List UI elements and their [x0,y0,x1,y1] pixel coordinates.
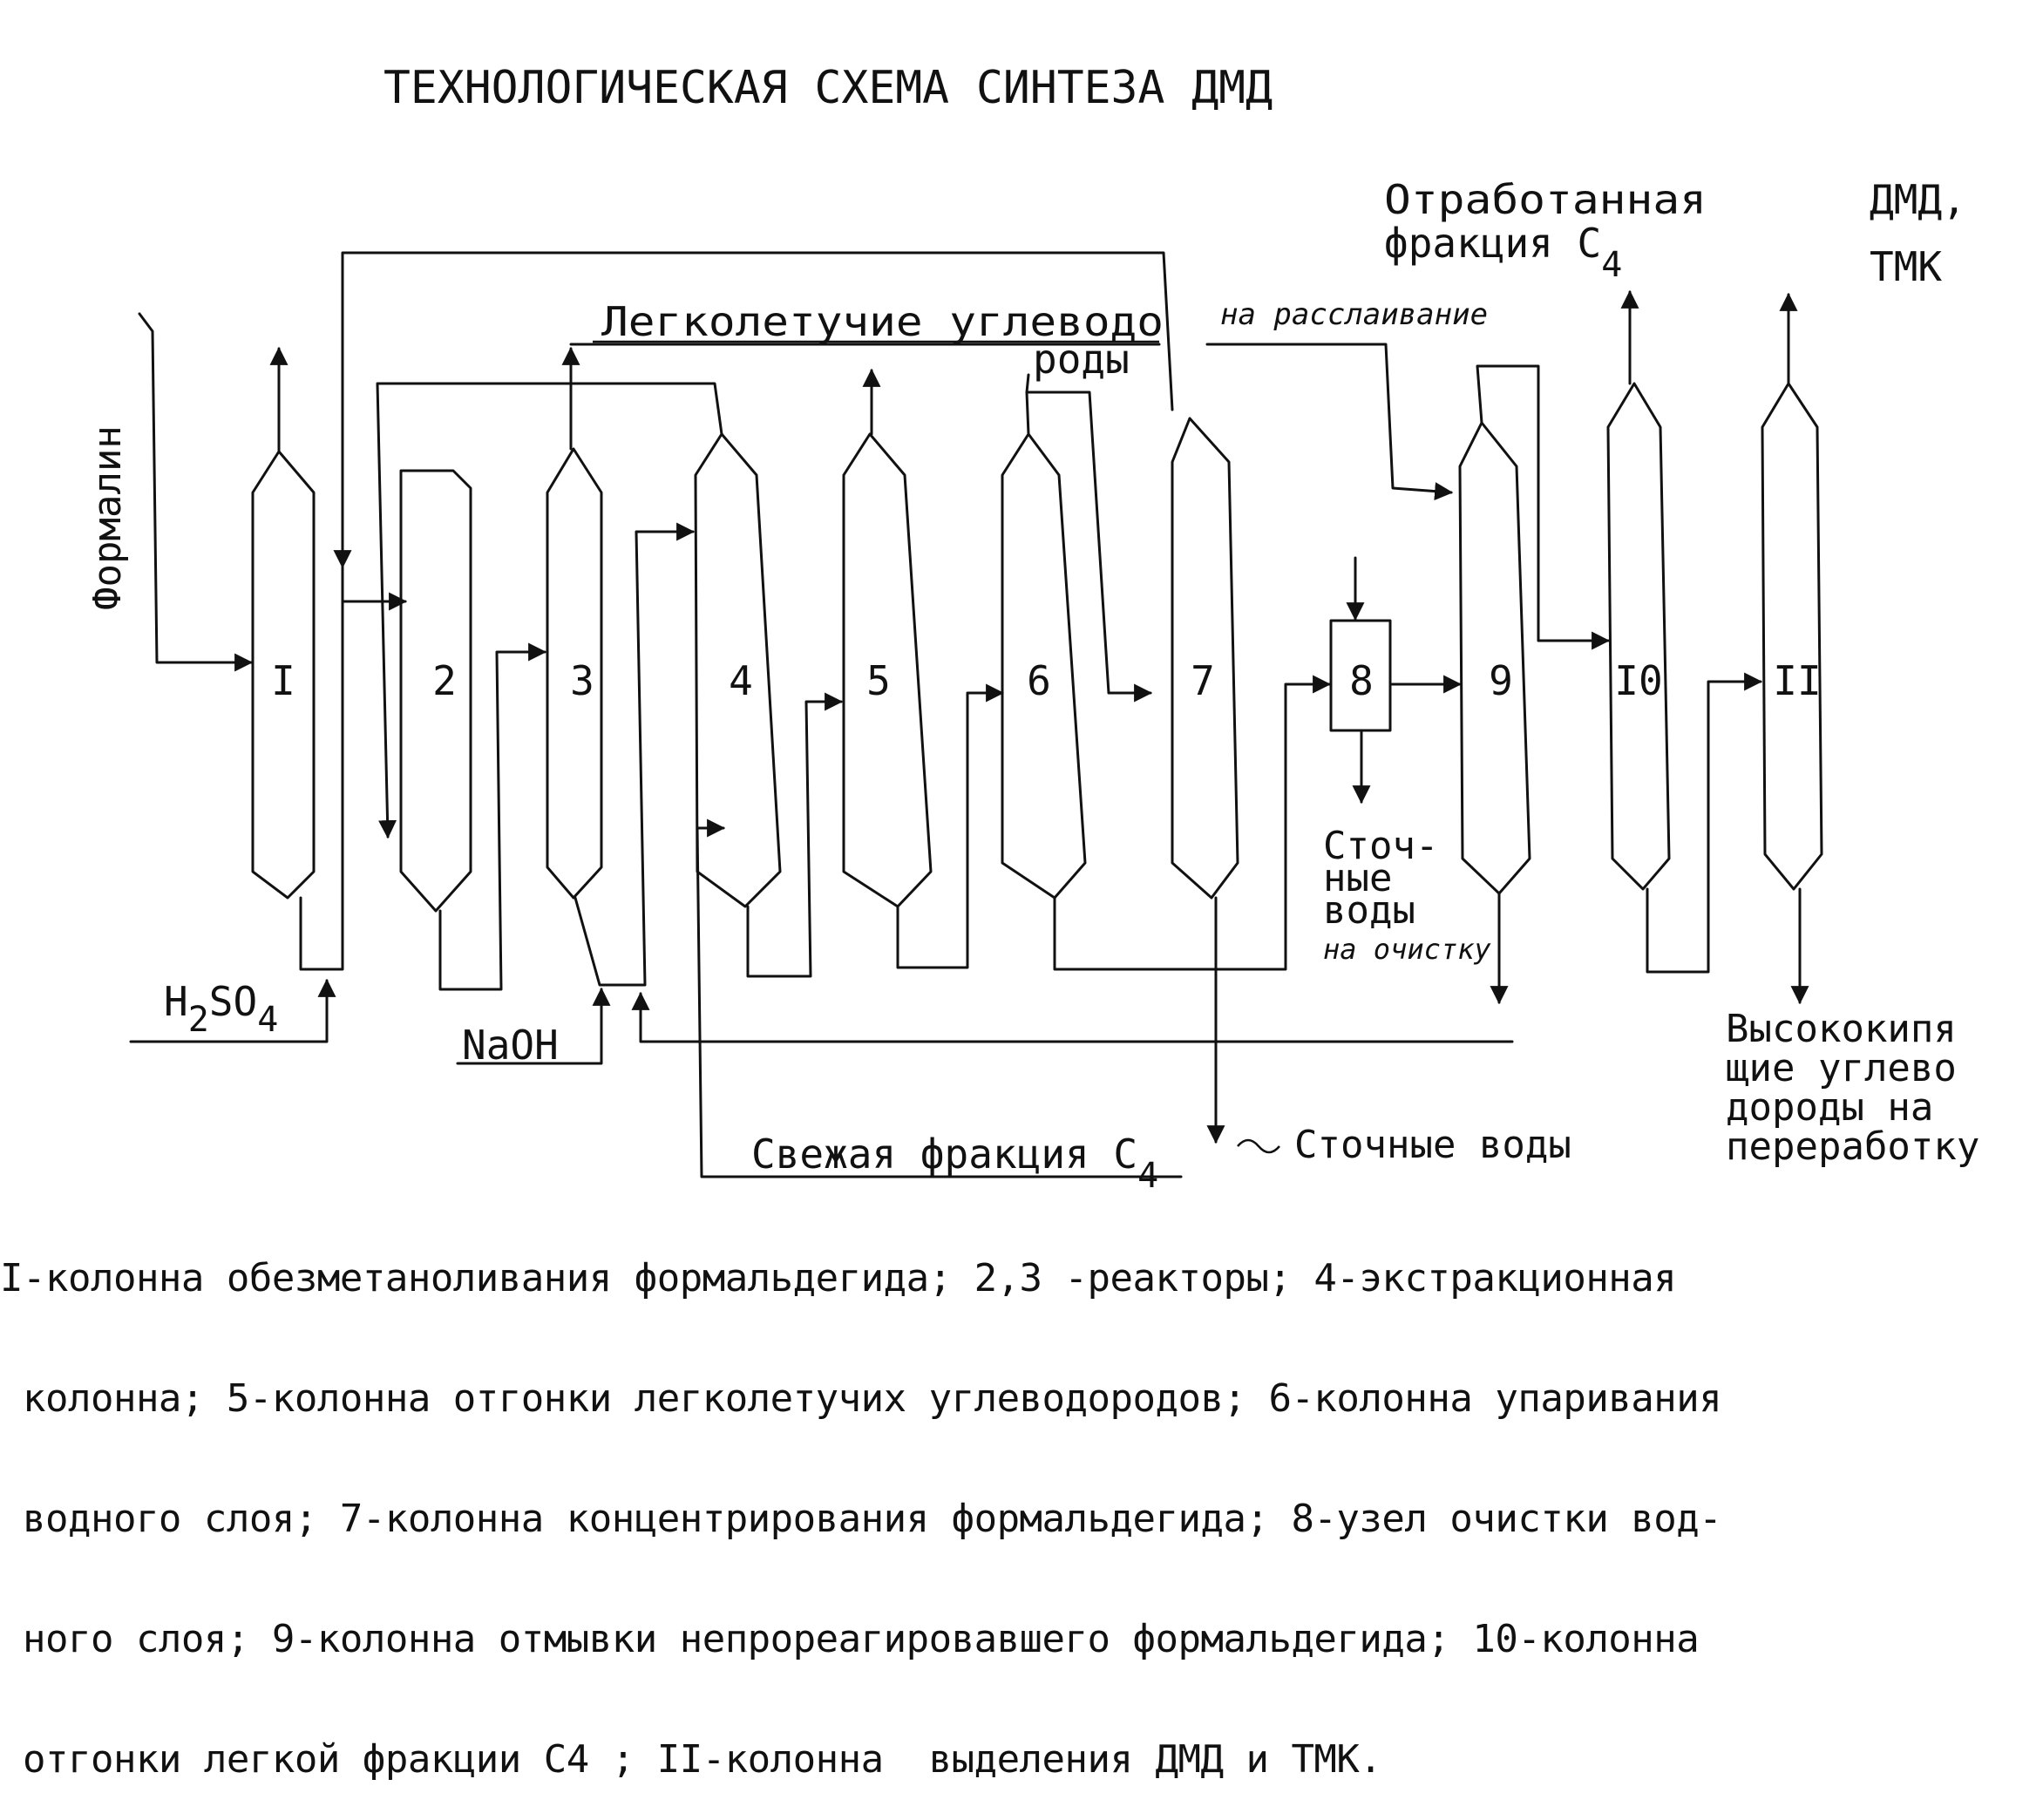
column-4: 4 [694,432,782,908]
separation-line [1205,343,1454,501]
column-9: 9 [1458,421,1531,895]
column-1: I [251,450,316,900]
caption-line-4: ного слоя; 9-колонна отмывки непрореагир… [0,1617,1700,1661]
column-1-label: I [271,657,295,704]
high-boiling-label-4: переработку [1726,1124,1979,1169]
wastewater-tilde [1237,1138,1280,1154]
column-5: 5 [842,432,933,908]
high-boiling-label-3: дороды на [1726,1085,1933,1130]
fresh-c4-label: Свежая фракция C4 [751,1131,1158,1196]
col10-to-col11-line [1646,672,1763,974]
col4-recycle-line [376,382,723,839]
h2so4-line [129,978,336,1043]
formalin-line [138,312,254,672]
to-separation-label: на расслаивание [1220,297,1488,332]
column-10-label: I0 [1614,657,1662,704]
to-cleaning-label: на очистку [1323,933,1491,966]
dmd-label-1: ДМД, [1870,176,1966,223]
column-10: I0 [1606,382,1671,891]
column-11-label: II [1773,657,1821,704]
col3-to-col4-line [574,522,696,987]
diagram-title: ТЕХНОЛОГИЧЕСКАЯ СХЕМА СИНТЕЗА ДМД [383,62,1273,114]
col2-to-col3-line [438,642,547,991]
column-3: 3 [546,447,603,900]
volatile-label-2: роды [1033,336,1130,383]
process-flow-diagram: ТЕХНОЛОГИЧЕСКАЯ СХЕМА СИНТЕЗА ДМД I 2 3 … [85,62,1979,1196]
high-boiling-label-2: щие углево [1726,1046,1957,1090]
column-3-label: 3 [570,657,594,704]
column-5-label: 5 [866,657,891,704]
legend-caption: I-колонна обезметаноливания формальдегид… [0,1178,2043,1820]
col9-recycle-line [631,991,1514,1043]
col6-volatile-riser [1025,373,1030,394]
spent-c4-label-2: фракция C4 [1384,220,1622,285]
col9-to-col10-line [1476,364,1611,650]
caption-line-2: колонна; 5-колонна отгонки легколетучих … [0,1376,1722,1421]
fresh-c4-subscript: 4 [1137,1156,1158,1196]
col5-to-col6-line [896,683,1005,969]
unit-8-label: 8 [1349,657,1374,704]
column-6: 6 [1001,432,1087,900]
wastewater-1-label-2: ные [1323,856,1392,900]
col6-bottom-line [1053,675,1332,971]
column-6-label: 6 [1027,657,1051,704]
unit-8: 8 [1329,619,1392,732]
column-2: 2 [399,469,472,913]
naoh-label: NaOH [462,1022,559,1069]
spent-c4-subscript: 4 [1601,245,1622,285]
column-4-label: 4 [729,657,753,704]
wastewater-1-label-3: воды [1323,888,1415,933]
fresh-c4-line [696,818,1183,1178]
volatile-label-1: Легколетучие углеводо [601,298,1164,345]
column-11: II [1761,382,1823,891]
h2so4-label: H2SO4 [164,978,278,1040]
wastewater-1-label-1: Сточ- [1323,824,1438,868]
column-7: 7 [1171,417,1239,900]
column-2-label: 2 [432,657,457,704]
column-7-label: 7 [1191,657,1215,704]
caption-line-3: водного слоя; 7-колонна концентрирования… [0,1497,1722,1541]
col1-bottom-line [299,251,1174,971]
caption-line-5: отгонки легкой фракции C4 ; II-колонна в… [0,1737,1382,1782]
naoh-line [456,987,611,1065]
col4-to-col5-line [746,692,844,978]
wastewater-2-label: Сточные воды [1294,1123,1571,1167]
spent-c4-label-1: Отработанная [1384,176,1707,223]
col6-to-col7-line [1025,390,1153,703]
column-9-label: 9 [1489,657,1513,704]
high-boiling-label-1: Высококипя [1726,1007,1957,1051]
formalin-label: Формалин [85,425,130,610]
dmd-label-2: ТМК [1870,243,1942,290]
caption-line-1: I-колонна обезметаноливания формальдегид… [0,1256,1677,1300]
